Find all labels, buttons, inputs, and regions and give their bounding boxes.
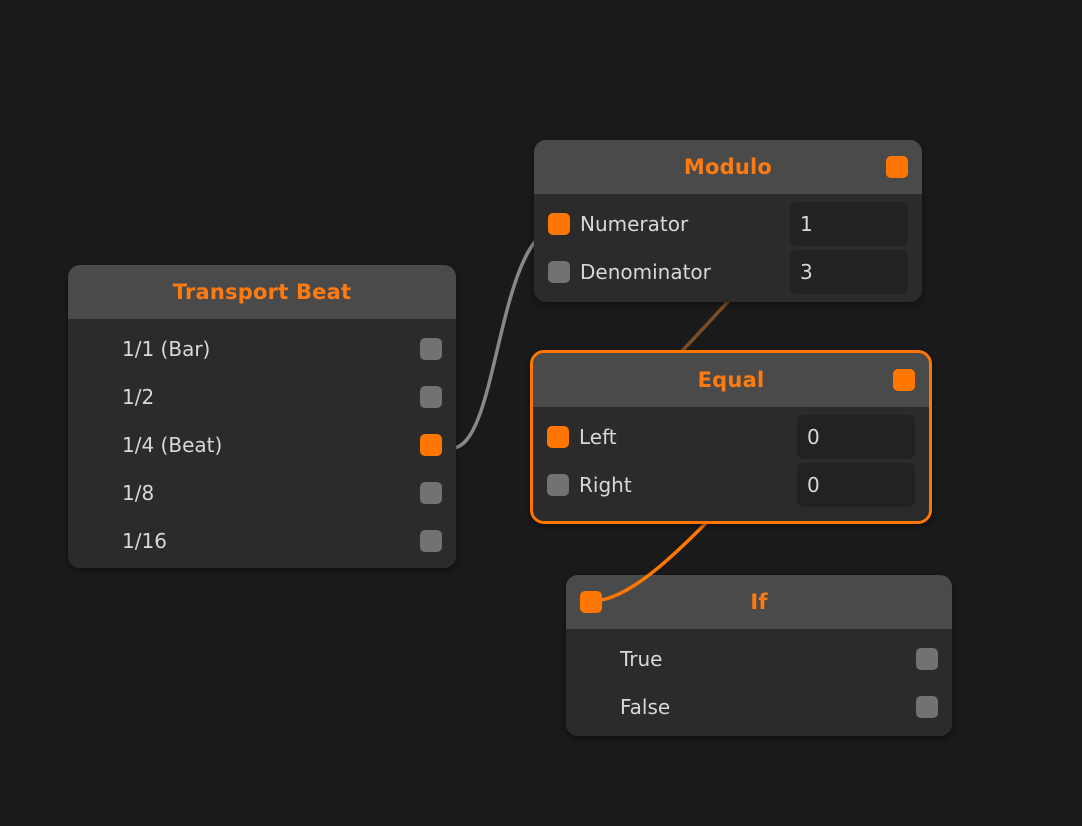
port-modulo-in-0[interactable] bbox=[548, 213, 570, 235]
row-transport-beat-4[interactable]: 1/16 bbox=[68, 517, 456, 565]
row-if-1[interactable]: False bbox=[566, 683, 952, 731]
row-label-transport-beat-1: 1/2 bbox=[122, 385, 155, 409]
row-modulo-1[interactable]: Denominator 3 bbox=[534, 248, 922, 296]
row-modulo-0[interactable]: Numerator 1 bbox=[534, 200, 922, 248]
node-header-modulo[interactable]: Modulo bbox=[534, 140, 922, 194]
port-equal-in-0[interactable] bbox=[547, 426, 569, 448]
port-equal-output[interactable] bbox=[893, 369, 915, 391]
port-transport-beat-out-4[interactable] bbox=[420, 530, 442, 552]
port-transport-beat-out-0[interactable] bbox=[420, 338, 442, 360]
node-header-equal[interactable]: Equal bbox=[533, 353, 929, 407]
node-title-equal: Equal bbox=[697, 368, 765, 392]
row-label-transport-beat-4: 1/16 bbox=[122, 529, 167, 553]
row-transport-beat-0[interactable]: 1/1 (Bar) bbox=[68, 325, 456, 373]
value-field-modulo-1[interactable]: 3 bbox=[790, 250, 908, 294]
port-transport-beat-out-3[interactable] bbox=[420, 482, 442, 504]
node-header-if[interactable]: If bbox=[566, 575, 952, 629]
row-equal-0[interactable]: Left 0 bbox=[533, 413, 929, 461]
node-title-transport-beat: Transport Beat bbox=[172, 280, 352, 304]
row-label-modulo-1: Denominator bbox=[580, 260, 711, 284]
row-transport-beat-2[interactable]: 1/4 (Beat) bbox=[68, 421, 456, 469]
row-transport-beat-1[interactable]: 1/2 bbox=[68, 373, 456, 421]
row-transport-beat-3[interactable]: 1/8 bbox=[68, 469, 456, 517]
port-modulo-in-1[interactable] bbox=[548, 261, 570, 283]
port-transport-beat-out-1[interactable] bbox=[420, 386, 442, 408]
node-body-transport-beat: 1/1 (Bar) 1/2 1/4 (Beat) 1/8 1/16 bbox=[68, 319, 456, 568]
row-if-0[interactable]: True bbox=[566, 635, 952, 683]
port-transport-beat-out-2[interactable] bbox=[420, 434, 442, 456]
row-label-modulo-0: Numerator bbox=[580, 212, 689, 236]
row-label-equal-1: Right bbox=[579, 473, 632, 497]
node-header-transport-beat[interactable]: Transport Beat bbox=[68, 265, 456, 319]
port-equal-in-1[interactable] bbox=[547, 474, 569, 496]
node-title-if: If bbox=[750, 590, 768, 614]
row-label-if-1: False bbox=[620, 695, 671, 719]
port-if-input[interactable] bbox=[580, 591, 602, 613]
row-label-transport-beat-0: 1/1 (Bar) bbox=[122, 337, 211, 361]
port-if-out-0[interactable] bbox=[916, 648, 938, 670]
value-field-modulo-0[interactable]: 1 bbox=[790, 202, 908, 246]
port-if-out-1[interactable] bbox=[916, 696, 938, 718]
node-title-modulo: Modulo bbox=[683, 155, 773, 179]
port-modulo-output[interactable] bbox=[886, 156, 908, 178]
value-field-equal-0[interactable]: 0 bbox=[797, 415, 915, 459]
row-equal-1[interactable]: Right 0 bbox=[533, 461, 929, 509]
value-field-equal-1[interactable]: 0 bbox=[797, 463, 915, 507]
row-label-if-0: True bbox=[620, 647, 663, 671]
row-label-transport-beat-2: 1/4 (Beat) bbox=[122, 433, 223, 457]
row-label-transport-beat-3: 1/8 bbox=[122, 481, 155, 505]
row-label-equal-0: Left bbox=[579, 425, 617, 449]
